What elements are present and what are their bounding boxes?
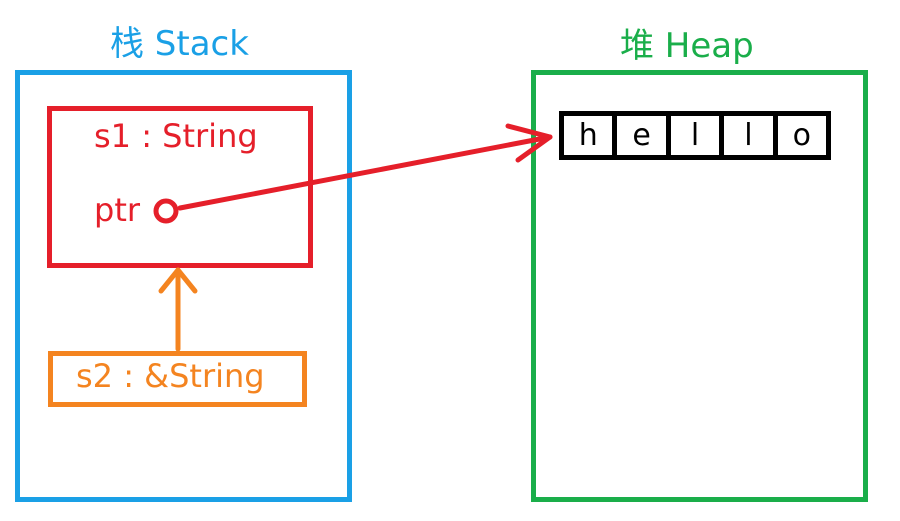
heap-cell-l-1: l (671, 116, 725, 155)
heap-cell-h: h (564, 116, 618, 155)
s1-label: s1 : String (94, 117, 258, 155)
stack-title: 栈 Stack (110, 24, 249, 64)
stack-region (15, 70, 352, 502)
heap-title: 堆 Heap (620, 26, 754, 66)
s2-label: s2 : &String (76, 357, 265, 395)
heap-cell-e: e (617, 116, 671, 155)
s2-box (48, 351, 307, 407)
ptr-label: ptr (94, 191, 141, 229)
heap-region (531, 70, 868, 502)
heap-cell-o: o (792, 117, 811, 153)
heap-cell-l-2: l (724, 116, 778, 155)
heap-string-cells: h e l l o (559, 111, 831, 160)
